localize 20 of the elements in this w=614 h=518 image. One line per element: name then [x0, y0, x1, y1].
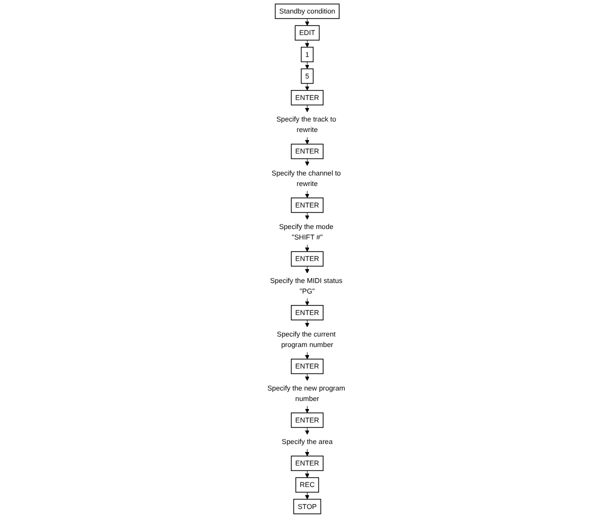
- arrow: [304, 244, 310, 252]
- arrow: [304, 374, 310, 381]
- arrow: [304, 492, 310, 500]
- arrow: [304, 470, 310, 478]
- arrow: [304, 427, 310, 435]
- arrow: [304, 320, 310, 328]
- arrow: [304, 212, 310, 220]
- arrow: [304, 352, 310, 360]
- arrow: [304, 18, 310, 26]
- arrow: [304, 190, 310, 198]
- arrow: [304, 298, 310, 306]
- arrow: [304, 40, 310, 48]
- arrow: [304, 158, 310, 166]
- arrow: [304, 406, 310, 414]
- arrow: [304, 136, 310, 144]
- arrow: [304, 266, 310, 274]
- arrow: [304, 448, 310, 456]
- arrow: [304, 104, 310, 112]
- arrow: [304, 62, 310, 70]
- arrow: [304, 83, 310, 91]
